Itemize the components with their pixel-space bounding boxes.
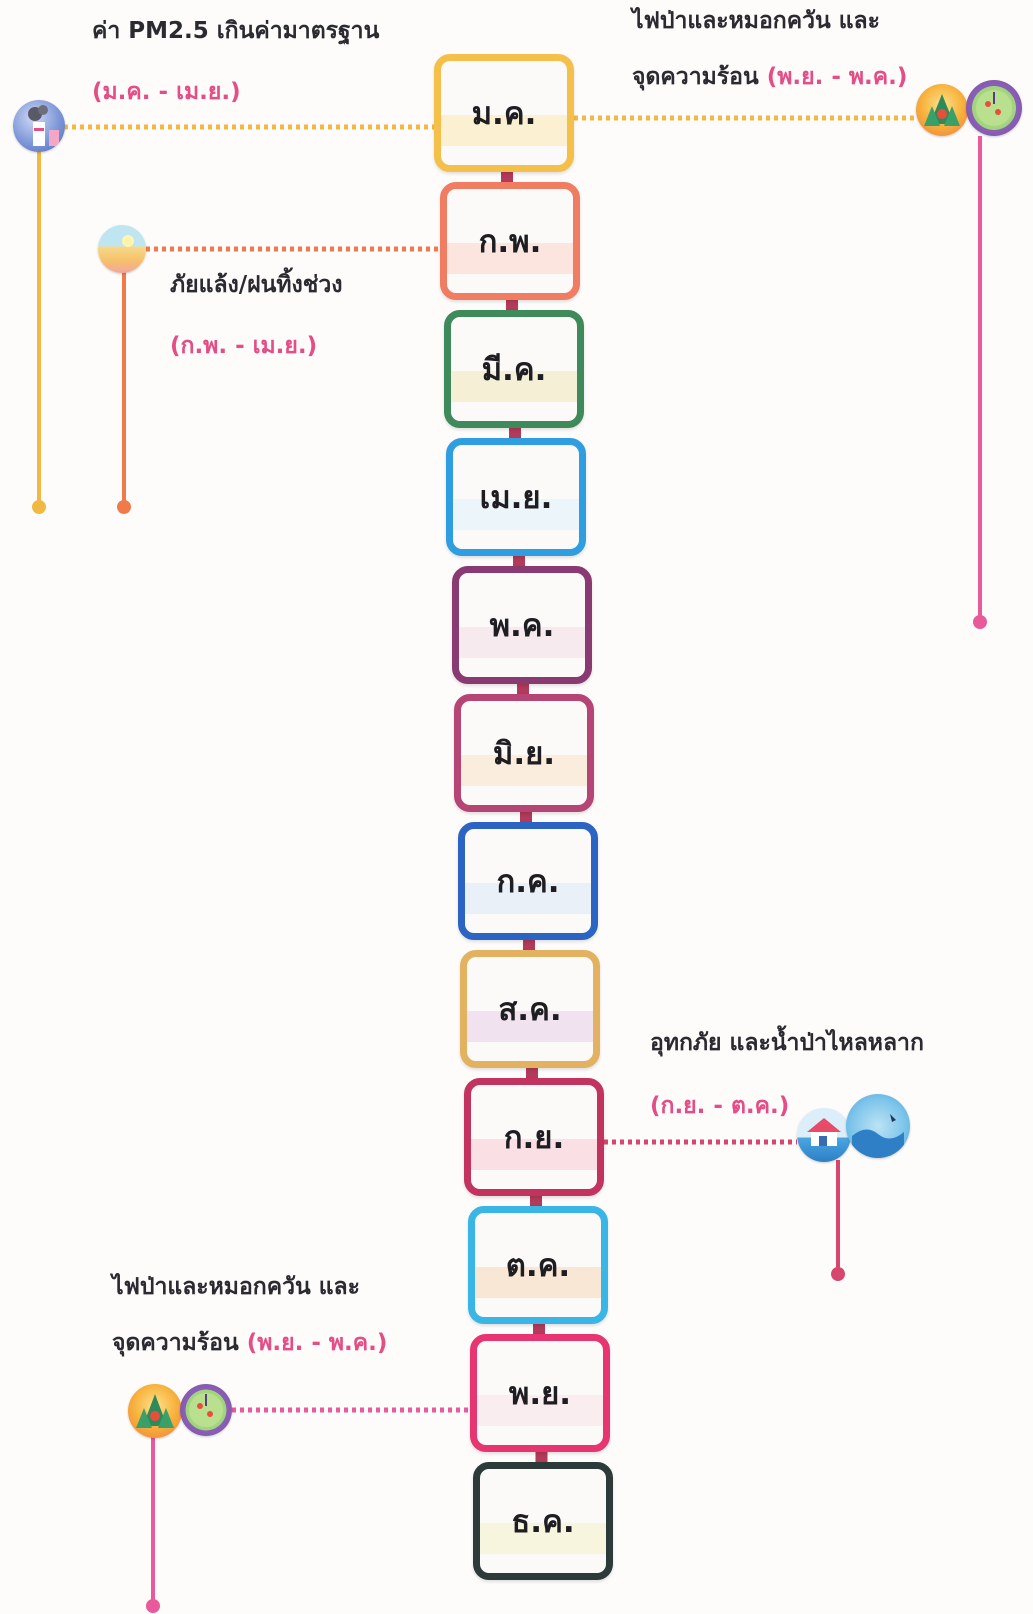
month-label: เม.ย.: [479, 480, 553, 516]
month-box: ม.ค.: [434, 54, 574, 172]
pm25-title: ค่า PM2.5 เกินค่ามาตรฐาน: [92, 18, 380, 44]
forest-fire-icon-top: [916, 84, 968, 136]
month-box: ก.ย.: [464, 1078, 604, 1196]
month-box-band: [459, 627, 585, 659]
hotspot-map-icon-bottom: [180, 1384, 232, 1436]
month-box-band: [480, 1523, 606, 1555]
month-label: มี.ค.: [481, 352, 547, 388]
month-box: ส.ค.: [460, 950, 600, 1068]
month-label: มิ.ย.: [492, 736, 556, 772]
fire-bottom-end-dot: [146, 1599, 160, 1613]
month-label: ต.ค.: [505, 1248, 571, 1284]
month-label: ก.พ.: [478, 224, 542, 260]
month-label: พ.ย.: [508, 1376, 572, 1412]
month-box-band: [467, 1011, 593, 1043]
month-box: ก.ค.: [458, 822, 598, 940]
fire-top-title-line1: ไฟป่าและหมอกควัน และ: [632, 8, 881, 34]
fire-bottom-title-line1: ไฟป่าและหมอกควัน และ: [112, 1274, 361, 1300]
month-box-band: [477, 1395, 603, 1427]
month-box-band: [465, 883, 591, 915]
month-box: พ.ย.: [470, 1334, 610, 1452]
flood-title: อุทกภัย และน้ำป่าไหลหลาก: [650, 1030, 924, 1056]
month-label: ม.ค.: [471, 96, 537, 132]
month-box: มิ.ย.: [454, 694, 594, 812]
flood-range: (ก.ย. - ต.ค.): [650, 1093, 790, 1119]
forest-fire-icon-bottom: [128, 1384, 182, 1438]
flood-house-icon: [797, 1108, 851, 1162]
month-label: พ.ค.: [489, 608, 555, 644]
flash-flood-icon: [846, 1094, 910, 1158]
month-label: ส.ค.: [498, 992, 562, 1028]
fire-top-title-line2: จุดความร้อน (พ.ย. - พ.ค.): [632, 64, 907, 90]
month-box-band: [461, 755, 587, 787]
month-box-band: [441, 115, 567, 147]
fire-bottom-title-line2: จุดความร้อน (พ.ย. - พ.ค.): [112, 1330, 387, 1356]
month-box: มี.ค.: [444, 310, 584, 428]
hotspot-map-icon-top: [966, 80, 1022, 136]
drought-end-dot: [117, 500, 131, 514]
month-box: ก.พ.: [440, 182, 580, 300]
fire-top-title-line2-text: จุดความร้อน: [632, 64, 759, 90]
month-box: พ.ค.: [452, 566, 592, 684]
month-label: ก.ค.: [496, 864, 560, 900]
month-box-band: [447, 243, 573, 275]
fire-top-range: (พ.ย. - พ.ค.): [766, 64, 908, 90]
fire-top-end-dot: [973, 615, 987, 629]
drought-title: ภัยแล้ง/ฝนทิ้งช่วง: [170, 272, 343, 298]
month-label: ธ.ค.: [511, 1504, 575, 1540]
drought-range: (ก.พ. - เม.ย.): [170, 333, 318, 359]
fire-bottom-title-line2-text: จุดความร้อน: [112, 1330, 239, 1356]
flood-end-dot: [831, 1267, 845, 1281]
month-box: ธ.ค.: [473, 1462, 613, 1580]
month-label: ก.ย.: [503, 1120, 565, 1156]
pm25-end-dot: [32, 500, 46, 514]
drought-icon: [98, 225, 146, 273]
month-box-band: [475, 1267, 601, 1299]
fire-bottom-range: (พ.ย. - พ.ค.): [246, 1330, 388, 1356]
month-box: เม.ย.: [446, 438, 586, 556]
month-box-band: [451, 371, 577, 403]
month-box: ต.ค.: [468, 1206, 608, 1324]
month-box-band: [471, 1139, 597, 1171]
month-box-band: [453, 499, 579, 531]
pm25-range: (ม.ค. - เม.ย.): [92, 79, 241, 105]
pm25-pollution-icon: [13, 100, 65, 152]
